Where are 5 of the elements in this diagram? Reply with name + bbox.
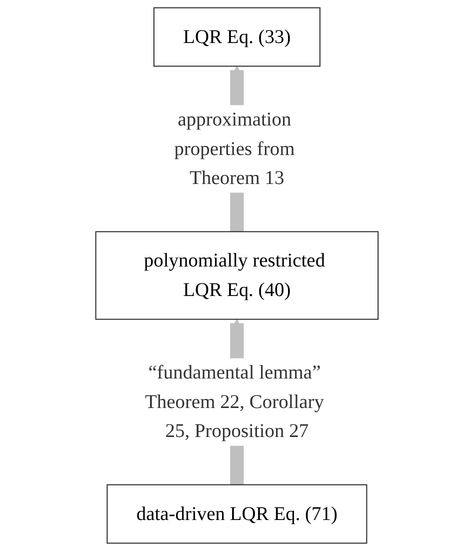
edge-label: approximation properties from Theorem 13: [174, 109, 294, 189]
edge-label: “fundamental lemma” Theorem 22, Corollary 25, Proposition 27: [144, 362, 324, 442]
node-box: data-driven LQR Eq. (71): [106, 484, 367, 544]
node-box: polynomially restricted LQR Eq. (40): [94, 231, 378, 320]
node-box: LQR Eq. (33): [153, 7, 320, 67]
